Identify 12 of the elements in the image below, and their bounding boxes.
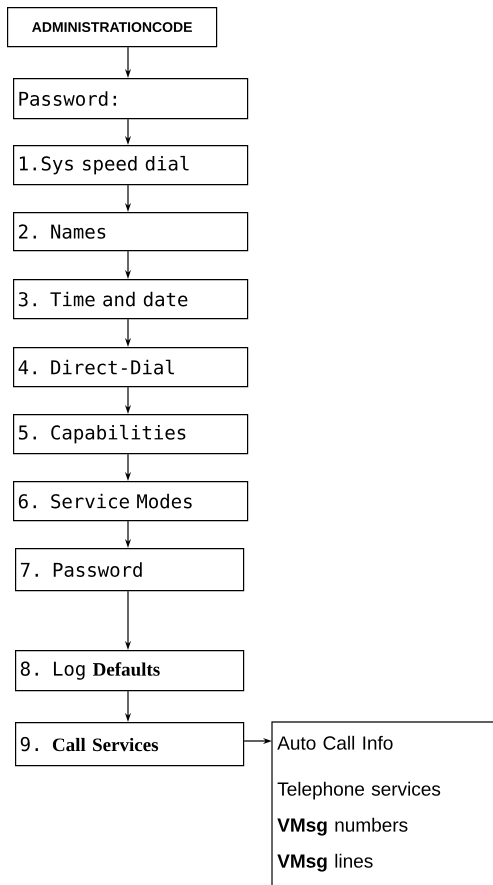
menu-box: 1.Sys speed dial (13, 145, 248, 186)
menu-box: 3. Time and date (13, 279, 248, 320)
menu-box: 9. Call Services (15, 722, 244, 766)
menu-box: 7. Password (15, 548, 244, 592)
menu-box: Password: (13, 78, 248, 120)
menu-box: 2. Names (13, 212, 248, 252)
menu-box: 6. Service Modes (13, 481, 248, 522)
menu-box: 5. Capabilities (13, 414, 248, 454)
menu-box: 8. Log Defaults (15, 650, 244, 692)
submenu-list: Auto Call Info Telephone services VMsg numbers VMsg lines (271, 721, 493, 885)
menu-box: ADMINISTRATIONCODE (7, 7, 218, 48)
menu-box: 4. Direct-Dial (13, 347, 248, 388)
